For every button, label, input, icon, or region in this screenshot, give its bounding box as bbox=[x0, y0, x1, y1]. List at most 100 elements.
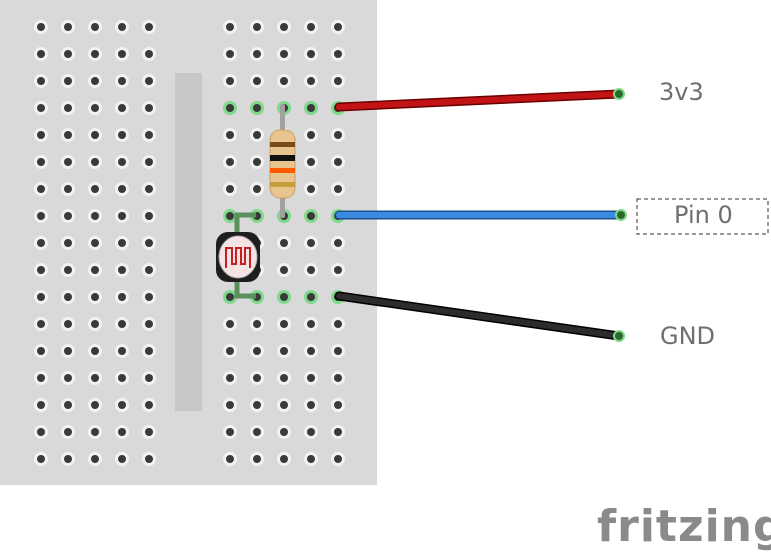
wire-power[interactable] bbox=[334, 88, 625, 112]
breadboard-hole[interactable] bbox=[64, 266, 72, 274]
breadboard-hole[interactable] bbox=[91, 374, 99, 382]
breadboard-hole[interactable] bbox=[145, 374, 153, 382]
breadboard-hole[interactable] bbox=[37, 401, 45, 409]
breadboard-hole[interactable] bbox=[37, 158, 45, 166]
breadboard-hole[interactable] bbox=[64, 428, 72, 436]
breadboard-hole[interactable] bbox=[307, 77, 315, 85]
breadboard-hole[interactable] bbox=[226, 401, 234, 409]
breadboard-hole[interactable] bbox=[307, 50, 315, 58]
breadboard-hole[interactable] bbox=[37, 104, 45, 112]
breadboard-hole[interactable] bbox=[64, 347, 72, 355]
breadboard-hole[interactable] bbox=[280, 320, 288, 328]
breadboard-hole[interactable] bbox=[334, 401, 342, 409]
breadboard-hole[interactable] bbox=[118, 455, 126, 463]
breadboard-hole[interactable] bbox=[64, 293, 72, 301]
breadboard-hole[interactable] bbox=[226, 212, 234, 220]
breadboard-hole[interactable] bbox=[307, 185, 315, 193]
breadboard-hole[interactable] bbox=[37, 239, 45, 247]
breadboard-hole[interactable] bbox=[307, 212, 315, 220]
breadboard-hole[interactable] bbox=[307, 428, 315, 436]
breadboard-hole[interactable] bbox=[64, 239, 72, 247]
breadboard-hole[interactable] bbox=[145, 158, 153, 166]
breadboard-hole[interactable] bbox=[37, 320, 45, 328]
breadboard-hole[interactable] bbox=[145, 23, 153, 31]
breadboard-hole[interactable] bbox=[118, 401, 126, 409]
breadboard-hole[interactable] bbox=[226, 320, 234, 328]
breadboard-hole[interactable] bbox=[226, 185, 234, 193]
breadboard-hole[interactable] bbox=[280, 50, 288, 58]
breadboard-hole[interactable] bbox=[280, 239, 288, 247]
breadboard-hole[interactable] bbox=[91, 293, 99, 301]
breadboard-hole[interactable] bbox=[91, 77, 99, 85]
breadboard-hole[interactable] bbox=[334, 158, 342, 166]
breadboard-hole[interactable] bbox=[64, 455, 72, 463]
breadboard-hole[interactable] bbox=[226, 428, 234, 436]
breadboard-hole[interactable] bbox=[334, 320, 342, 328]
breadboard-hole[interactable] bbox=[118, 293, 126, 301]
wire-signal[interactable] bbox=[334, 209, 627, 221]
breadboard-hole[interactable] bbox=[37, 347, 45, 355]
breadboard-hole[interactable] bbox=[145, 293, 153, 301]
breadboard-hole[interactable] bbox=[145, 428, 153, 436]
breadboard-hole[interactable] bbox=[307, 347, 315, 355]
breadboard-hole[interactable] bbox=[64, 50, 72, 58]
breadboard-hole[interactable] bbox=[280, 77, 288, 85]
breadboard-hole[interactable] bbox=[37, 23, 45, 31]
breadboard-hole[interactable] bbox=[307, 320, 315, 328]
breadboard-hole[interactable] bbox=[226, 293, 234, 301]
breadboard-hole[interactable] bbox=[334, 185, 342, 193]
breadboard-hole[interactable] bbox=[145, 266, 153, 274]
breadboard-hole[interactable] bbox=[226, 104, 234, 112]
breadboard-hole[interactable] bbox=[253, 374, 261, 382]
breadboard-hole[interactable] bbox=[145, 104, 153, 112]
breadboard-hole[interactable] bbox=[37, 185, 45, 193]
breadboard-hole[interactable] bbox=[118, 50, 126, 58]
breadboard-hole[interactable] bbox=[253, 347, 261, 355]
breadboard-hole[interactable] bbox=[226, 23, 234, 31]
breadboard-hole[interactable] bbox=[145, 50, 153, 58]
breadboard-hole[interactable] bbox=[307, 266, 315, 274]
breadboard-hole[interactable] bbox=[37, 293, 45, 301]
breadboard-hole[interactable] bbox=[37, 455, 45, 463]
breadboard-hole[interactable] bbox=[145, 239, 153, 247]
breadboard-hole[interactable] bbox=[91, 131, 99, 139]
breadboard-hole[interactable] bbox=[91, 23, 99, 31]
breadboard-hole[interactable] bbox=[334, 428, 342, 436]
breadboard-hole[interactable] bbox=[226, 455, 234, 463]
breadboard-hole[interactable] bbox=[118, 185, 126, 193]
breadboard-hole[interactable] bbox=[91, 158, 99, 166]
breadboard-hole[interactable] bbox=[91, 266, 99, 274]
breadboard-hole[interactable] bbox=[64, 104, 72, 112]
breadboard-hole[interactable] bbox=[118, 77, 126, 85]
breadboard-hole[interactable] bbox=[280, 23, 288, 31]
breadboard-hole[interactable] bbox=[91, 428, 99, 436]
breadboard-hole[interactable] bbox=[118, 131, 126, 139]
breadboard-hole[interactable] bbox=[118, 104, 126, 112]
breadboard-hole[interactable] bbox=[37, 266, 45, 274]
breadboard-hole[interactable] bbox=[118, 428, 126, 436]
breadboard-hole[interactable] bbox=[253, 77, 261, 85]
breadboard-hole[interactable] bbox=[253, 320, 261, 328]
breadboard-hole[interactable] bbox=[64, 23, 72, 31]
breadboard-hole[interactable] bbox=[253, 185, 261, 193]
breadboard-hole[interactable] bbox=[118, 239, 126, 247]
breadboard-hole[interactable] bbox=[334, 347, 342, 355]
breadboard-hole[interactable] bbox=[307, 293, 315, 301]
breadboard-hole[interactable] bbox=[64, 158, 72, 166]
breadboard-hole[interactable] bbox=[64, 131, 72, 139]
breadboard-hole[interactable] bbox=[280, 374, 288, 382]
breadboard-hole[interactable] bbox=[253, 104, 261, 112]
breadboard-hole[interactable] bbox=[280, 293, 288, 301]
breadboard-hole[interactable] bbox=[253, 455, 261, 463]
breadboard-hole[interactable] bbox=[253, 158, 261, 166]
breadboard-hole[interactable] bbox=[280, 401, 288, 409]
breadboard-hole[interactable] bbox=[334, 77, 342, 85]
breadboard-hole[interactable] bbox=[334, 239, 342, 247]
breadboard-hole[interactable] bbox=[253, 50, 261, 58]
breadboard-hole[interactable] bbox=[307, 104, 315, 112]
breadboard-hole[interactable] bbox=[37, 50, 45, 58]
breadboard-hole[interactable] bbox=[37, 428, 45, 436]
breadboard-hole[interactable] bbox=[37, 212, 45, 220]
breadboard-hole[interactable] bbox=[64, 185, 72, 193]
breadboard-hole[interactable] bbox=[145, 77, 153, 85]
